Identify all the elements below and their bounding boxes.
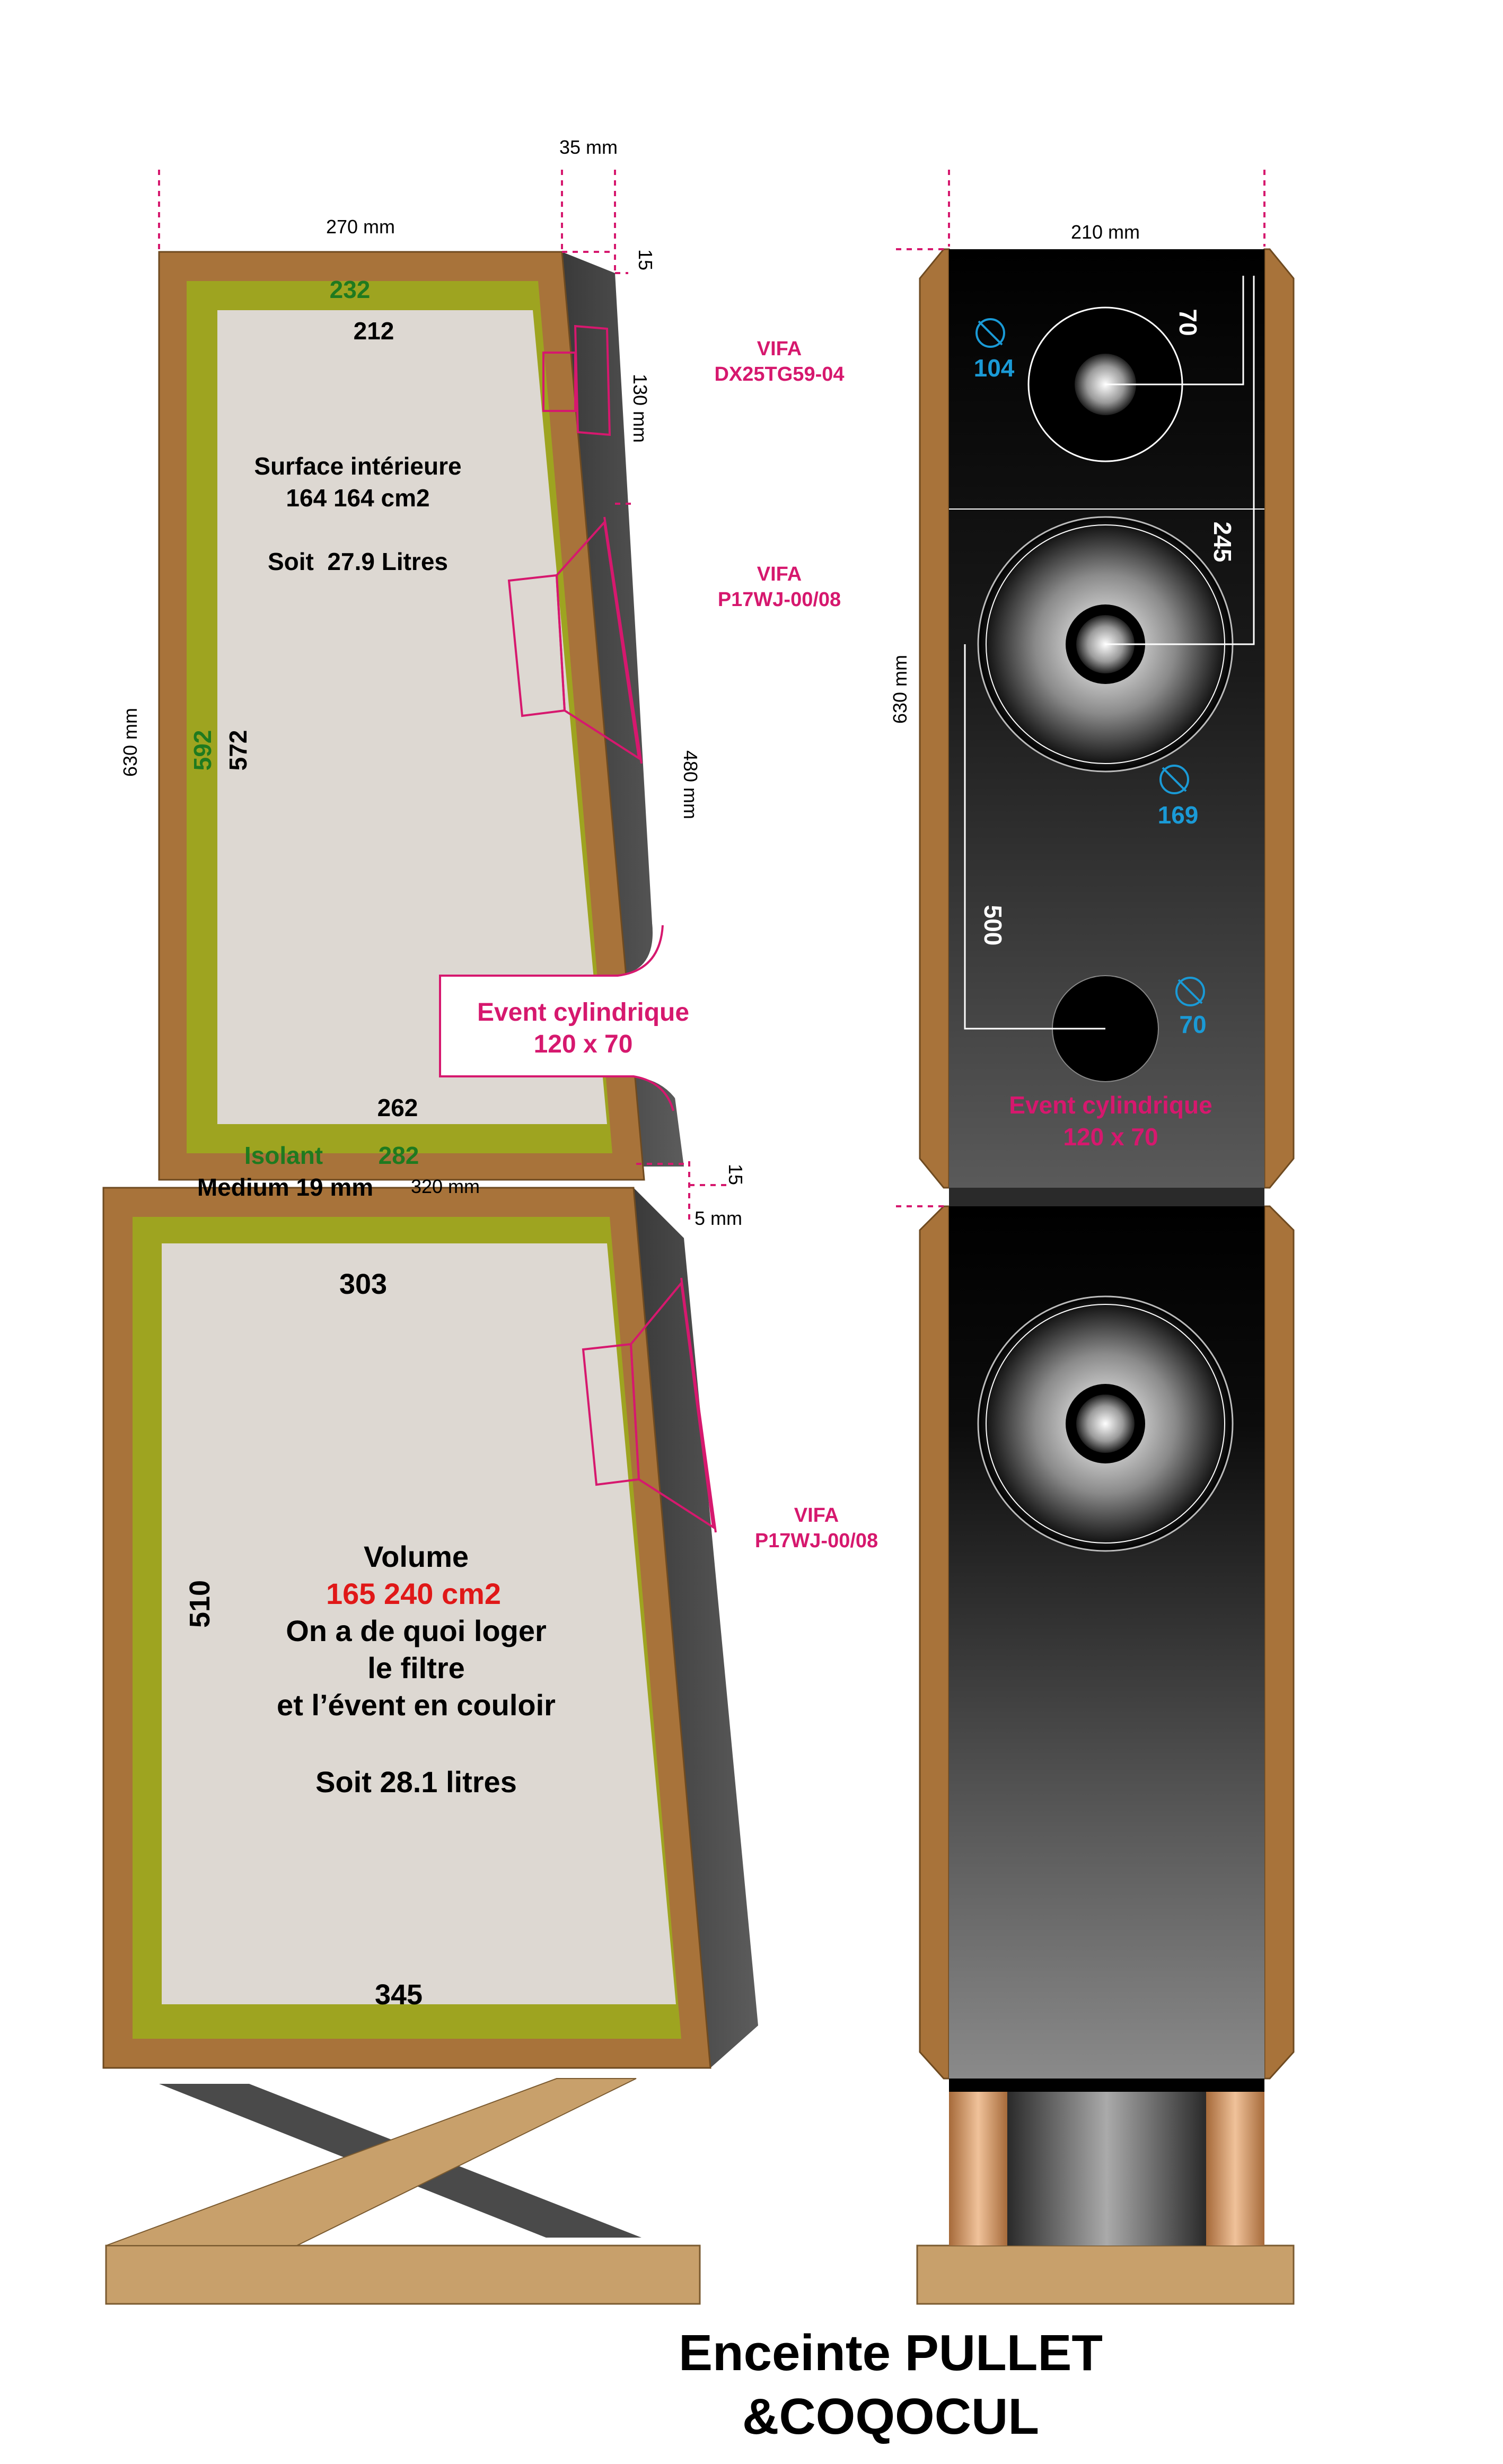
front-port-dim-line bbox=[964, 644, 1105, 1030]
side-woofer-zone: 480 mm bbox=[680, 750, 701, 819]
tweeter-model: DX25TG59-04 bbox=[714, 363, 844, 385]
upper-bottom-isolant: 282 bbox=[379, 1142, 419, 1169]
lower-note-line1: On a de quoi loger bbox=[286, 1614, 547, 1647]
lower-woofer-basket-outline bbox=[629, 1281, 715, 1530]
side-port-size: 120 x 70 bbox=[534, 1030, 633, 1058]
side-bottom-gap-unit: 5 mm bbox=[695, 1207, 742, 1229]
side-baffle-thickness: 35 mm bbox=[559, 136, 618, 158]
front-stand-cap bbox=[949, 2079, 1264, 2092]
front-labels: 210 mm 630 mm 70 104 245 169 500 70 Even… bbox=[889, 221, 1236, 1151]
lower-note-line3: et l’évent en couloir bbox=[277, 1688, 556, 1722]
front-stand-tube bbox=[1007, 2092, 1206, 2246]
front-stand-left-column bbox=[949, 2079, 1007, 2246]
stand-light-strut bbox=[106, 2078, 637, 2246]
lower-woofer-flange-line bbox=[680, 1277, 717, 1533]
upper-volume-liters: Soit 27.9 Litres bbox=[268, 548, 448, 575]
front-view bbox=[916, 248, 1295, 2305]
front-woofer-offset: 245 bbox=[1209, 522, 1236, 563]
upper-left-isolant: 592 bbox=[189, 730, 216, 771]
stand-base bbox=[105, 2244, 701, 2305]
lower-baffle-side bbox=[634, 1188, 758, 2068]
front-port-offset: 500 bbox=[979, 905, 1007, 946]
woofer-flange-line bbox=[603, 516, 643, 764]
front-tweeter-offset: 70 bbox=[1174, 309, 1202, 336]
front-lower-woofer-surround bbox=[986, 1304, 1225, 1544]
side-top-width: 270 mm bbox=[326, 216, 395, 238]
woofer-top-model: P17WJ-00/08 bbox=[718, 589, 841, 611]
front-woofer-diameter: 169 bbox=[1158, 801, 1199, 829]
side-stand bbox=[105, 2078, 701, 2305]
front-port-size: 120 x 70 bbox=[1063, 1123, 1158, 1151]
side-height: 630 mm bbox=[119, 708, 141, 777]
front-stand-right-column bbox=[1206, 2079, 1264, 2246]
lower-left-inner: 510 bbox=[184, 1580, 216, 1628]
lower-bottom-inner: 345 bbox=[375, 1979, 423, 2011]
front-width: 210 mm bbox=[1071, 221, 1140, 243]
lower-interior bbox=[162, 1243, 676, 2004]
woofer-top-brand: VIFA bbox=[757, 563, 802, 585]
upper-inner-top: 212 bbox=[354, 317, 394, 345]
front-port-diameter: 70 bbox=[1179, 1011, 1206, 1038]
front-lower-right-panel bbox=[1263, 1205, 1295, 2080]
lower-volume-liters: Soit 28.1 litres bbox=[315, 1765, 517, 1799]
side-bottom-width: 320 mm bbox=[411, 1176, 480, 1197]
woofer-basket-outline bbox=[555, 520, 640, 761]
upper-bottom-inner: 262 bbox=[377, 1094, 418, 1121]
front-joint bbox=[949, 1188, 1264, 1206]
woofer-bottom-model: P17WJ-00/08 bbox=[755, 1530, 878, 1552]
upper-left-inner: 572 bbox=[224, 730, 252, 771]
diameter-icon bbox=[1175, 977, 1205, 1006]
lower-note-line2: le filtre bbox=[367, 1651, 465, 1685]
upper-interior bbox=[217, 310, 607, 1124]
side-port-label: Event cylindrique bbox=[477, 998, 689, 1027]
front-upper-left-panel bbox=[919, 248, 950, 1189]
front-lower-woofer-dustcap bbox=[1076, 1395, 1135, 1453]
front-woofer-dim-line bbox=[1105, 276, 1255, 645]
front-stand-base bbox=[916, 2244, 1295, 2305]
side-tweeter-height: 130 mm bbox=[629, 374, 651, 443]
title-line2: &COQOCUL bbox=[742, 2388, 1039, 2445]
lower-volume-value: 165 240 cm2 bbox=[326, 1577, 501, 1610]
lower-box bbox=[102, 1187, 758, 2069]
upper-box bbox=[158, 251, 689, 1181]
upper-surface-title: Surface intérieure bbox=[254, 452, 461, 480]
upper-isolant-label: Isolant bbox=[244, 1142, 323, 1169]
port-opening-outline bbox=[439, 925, 674, 1111]
front-tweeter-diameter: 104 bbox=[974, 354, 1015, 382]
side-bottom-gap: 15 bbox=[725, 1164, 746, 1185]
front-upper-right-panel bbox=[1263, 248, 1295, 1189]
diameter-icon bbox=[1159, 765, 1189, 794]
lower-top-inner: 303 bbox=[339, 1268, 387, 1300]
upper-inner-top-isolant: 232 bbox=[330, 276, 371, 303]
upper-medium-label: Medium 19 mm bbox=[197, 1173, 373, 1201]
front-height: 630 mm bbox=[889, 655, 911, 724]
front-lower-left-panel bbox=[919, 1205, 950, 2080]
upper-surface-value: 164 164 cm2 bbox=[286, 484, 429, 512]
front-guides bbox=[896, 170, 1265, 1207]
upper-port-notch bbox=[440, 901, 689, 1113]
page-title: Enceinte PULLET &COQOCUL bbox=[679, 2325, 1103, 2445]
side-top-gap: 15 bbox=[635, 249, 656, 270]
tweeter-plate-outline bbox=[574, 325, 611, 436]
lower-volume-title: Volume bbox=[364, 1540, 469, 1573]
diameter-icon bbox=[975, 318, 1005, 348]
tweeter-brand: VIFA bbox=[757, 338, 802, 360]
front-port-label: Event cylindrique bbox=[1009, 1091, 1212, 1119]
woofer-bottom-brand: VIFA bbox=[794, 1504, 839, 1527]
side-labels: 35 mm 270 mm 15 130 mm 480 mm 630 mm 320… bbox=[119, 136, 878, 2011]
title-line1: Enceinte PULLET bbox=[679, 2325, 1103, 2381]
side-guides bbox=[158, 170, 732, 1220]
front-tweeter-dim-line bbox=[1105, 276, 1244, 385]
tweeter-magnet-outline bbox=[542, 352, 576, 412]
